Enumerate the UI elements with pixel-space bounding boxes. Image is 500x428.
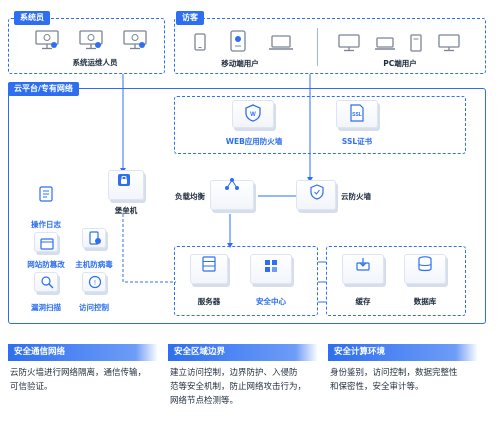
admin-tag: 系统员 bbox=[14, 11, 50, 25]
admin-computer-icon bbox=[123, 30, 147, 50]
laptop-icon bbox=[268, 35, 294, 51]
ssl-certificate-icon: SSL bbox=[350, 104, 364, 122]
admin-computer-icon bbox=[35, 30, 59, 50]
left-item-label: 主机防病毒 bbox=[75, 260, 113, 269]
bottom-title: 安全计算环境 bbox=[328, 344, 478, 361]
bottom-text-line: 云防火墙进行网络隔离，通信传输， bbox=[10, 368, 147, 378]
ssl-label: SSL证书 bbox=[341, 137, 373, 146]
security-center-icon bbox=[264, 258, 278, 272]
compute-group bbox=[174, 246, 318, 316]
mobile-label: 移动端用户 bbox=[221, 59, 259, 68]
access-control-icon: ! bbox=[88, 274, 102, 289]
svg-text:!: ! bbox=[94, 280, 96, 287]
tablet-icon bbox=[194, 33, 206, 51]
bottom-title: 安全通信网络 bbox=[8, 344, 158, 361]
waf-label: WEB应用防火墙 bbox=[225, 137, 283, 146]
waf-shield-icon: W bbox=[245, 104, 261, 122]
admin-computer-icon bbox=[79, 30, 103, 50]
left-item-label: 漏洞扫描 bbox=[31, 303, 61, 312]
bottom-text-line: 范等安全机制，防止网络攻击行为， bbox=[170, 382, 307, 392]
web-tamper-icon bbox=[40, 235, 54, 250]
database-label: 数据库 bbox=[413, 297, 437, 306]
cache-icon bbox=[356, 256, 370, 271]
operation-log-icon bbox=[39, 186, 53, 202]
visitor-group bbox=[174, 18, 486, 74]
cloud-firewall-shield-icon bbox=[310, 184, 324, 200]
vulnerability-scan-icon bbox=[40, 274, 54, 289]
visitor-divider bbox=[317, 28, 318, 66]
pc-label: PC端用户 bbox=[383, 59, 417, 68]
cloud-firewall-label: 云防火墙 bbox=[341, 192, 371, 201]
waf-ssl-group bbox=[174, 96, 466, 154]
svg-text:SSL: SSL bbox=[352, 112, 362, 118]
bottom-text-line: 网络节点检测等。 bbox=[170, 396, 239, 406]
admin-group bbox=[8, 18, 165, 74]
load-balancer-tile bbox=[210, 180, 254, 210]
bottom-text-line: 建立访问控制，边界防护、入侵防 bbox=[170, 368, 298, 378]
phone-icon bbox=[230, 30, 248, 52]
left-item-label: 访问控制 bbox=[79, 303, 109, 312]
laptop-icon bbox=[374, 36, 396, 50]
bottom-text-line: 和保密性，安全审计等。 bbox=[330, 382, 424, 392]
bottom-title: 安全区域边界 bbox=[168, 344, 318, 361]
load-balancer-label: 负载均衡 bbox=[175, 192, 205, 201]
load-balancer-icon bbox=[224, 176, 240, 190]
left-item-label: 网站防篡改 bbox=[27, 260, 65, 269]
database-icon bbox=[418, 256, 432, 272]
desktop-icon bbox=[438, 34, 460, 52]
platform-tag: 云平台/专有网络 bbox=[8, 82, 79, 96]
host-antivirus-icon bbox=[88, 230, 102, 245]
bottom-text-line: 身份鉴别，访问控制，数据完整性 bbox=[330, 368, 458, 378]
visitor-tag: 访客 bbox=[176, 11, 204, 25]
left-item-label: 操作日志 bbox=[31, 220, 61, 229]
svg-text:W: W bbox=[250, 112, 256, 118]
security-center-label: 安全中心 bbox=[256, 297, 286, 306]
bottom-text-line: 可信验证。 bbox=[10, 382, 53, 392]
desktop-icon bbox=[338, 34, 360, 52]
bastion-lock-icon bbox=[117, 172, 131, 186]
server-icon bbox=[202, 256, 216, 272]
server-label: 服务器 bbox=[197, 297, 221, 306]
admin-label: 系统运维人员 bbox=[72, 58, 118, 67]
storage-group bbox=[326, 246, 466, 316]
bastion-label: 堡垒机 bbox=[114, 206, 138, 215]
security-center-tile bbox=[250, 254, 292, 284]
desktop-tower-icon bbox=[410, 34, 422, 52]
cache-label: 缓存 bbox=[355, 297, 371, 306]
platform-container bbox=[8, 88, 486, 324]
